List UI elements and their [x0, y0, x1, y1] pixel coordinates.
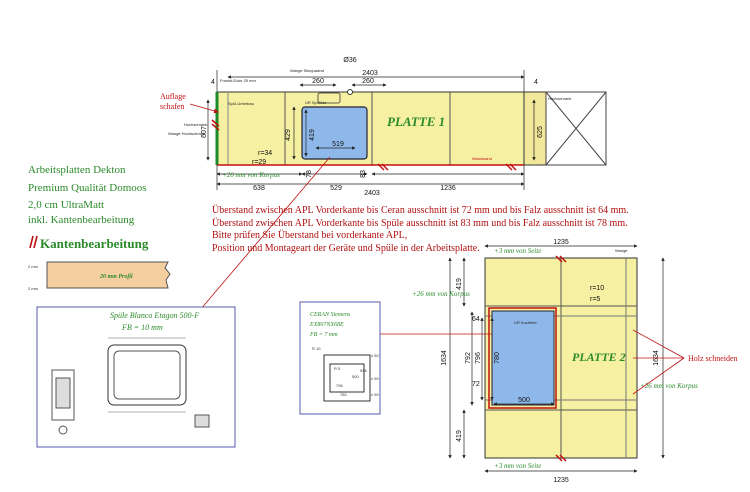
kanten-icon [29, 235, 38, 249]
svg-text:792: 792 [465, 352, 472, 364]
svg-text:4: 4 [211, 79, 215, 86]
info-line-4: inkl. Kantenbearbeitung [28, 214, 135, 226]
svg-text:419: 419 [456, 430, 463, 442]
svg-text:500: 500 [518, 397, 530, 404]
svg-text:FB = 10 mm: FB = 10 mm [121, 323, 163, 332]
sink-detail-box: Spüle Blanco Etagon 500-F FB = 10 mm [36, 306, 236, 448]
svg-text:R 10: R 10 [312, 346, 321, 351]
plate1-dim-d36: Ø36 [343, 57, 356, 64]
plate-1-dims: 2403 Ø36 260 260 4 4 2403 638 529 1236 5… [201, 57, 544, 197]
info-line-3: 2,0 cm UltraMatt [28, 199, 105, 211]
ceran-cutout [488, 307, 557, 409]
plate-1-body [216, 91, 525, 166]
svg-text:20 mm Profil: 20 mm Profil [99, 274, 133, 280]
svg-text:EX807NX68E: EX807NX68E [309, 322, 344, 328]
ceran-detail-box: CERAN Siemens EX807NX68E FB = 7 mm R 10 … [299, 301, 381, 415]
svg-text:1236: 1236 [440, 185, 456, 192]
auflage-label: Auflage [160, 92, 186, 101]
svg-text:529: 529 [330, 185, 342, 192]
svg-text:83: 83 [360, 170, 367, 178]
plate-1-korpus: +26 mm von Korpus [222, 171, 280, 179]
sink-cutout [301, 106, 368, 160]
plate-1-label: PLATTE 1 [387, 114, 445, 129]
svg-text:≥ 50: ≥ 50 [371, 376, 380, 381]
svg-text:+3 mm von Seite: +3 mm von Seite [494, 462, 541, 470]
svg-text:625: 625 [537, 126, 544, 138]
plate-2-label: PLATTE 2 [572, 350, 626, 364]
svg-text:CERAN Siemens: CERAN Siemens [310, 312, 351, 318]
svg-text:419: 419 [309, 129, 316, 141]
plate-2 [484, 255, 638, 462]
svg-text:Hochschrank: Hochschrank [184, 122, 207, 127]
svg-text:+26 mm von Korpus: +26 mm von Korpus [640, 382, 698, 390]
svg-text:780: 780 [340, 392, 347, 397]
svg-text:FB = 7 mm: FB = 7 mm [309, 332, 338, 338]
svg-text:500: 500 [352, 374, 359, 379]
tap-hole [347, 89, 353, 95]
svg-text:≥ 50: ≥ 50 [371, 392, 380, 397]
svg-text:schafen: schafen [160, 102, 184, 111]
svg-text:796: 796 [475, 352, 482, 364]
kanten-title: Kantenbearbeitung [40, 236, 149, 251]
svg-text:796: 796 [336, 383, 343, 388]
svg-text:1235: 1235 [553, 477, 569, 484]
svg-text:Holz schneiden: Holz schneiden [688, 354, 738, 363]
svg-text:r=34: r=34 [258, 150, 272, 157]
svg-text:≥ 50: ≥ 50 [371, 353, 380, 358]
svg-text:R 5: R 5 [334, 366, 341, 371]
hochschrank-box [545, 91, 607, 166]
svg-text:2403: 2403 [364, 190, 380, 197]
svg-text:Wange: Wange [615, 248, 628, 253]
plate-1 [211, 89, 607, 171]
svg-text:260: 260 [312, 78, 324, 85]
svg-text:4: 4 [534, 79, 538, 86]
svg-text:780: 780 [494, 352, 501, 364]
svg-text:2 mm: 2 mm [28, 286, 39, 291]
svg-text:r=5: r=5 [590, 296, 600, 303]
svg-text:607: 607 [201, 126, 208, 138]
svg-text:Spüle Blanco Etagon 500-F: Spüle Blanco Etagon 500-F [110, 311, 199, 320]
notes-block: Überstand zwischen APL Vorderkante bis C… [212, 205, 629, 255]
svg-text:64: 64 [472, 316, 480, 323]
plate-1-small-labels: Frontst.Ecke 25 mm Wange Sitzquadrat Spü… [168, 68, 571, 161]
svg-text:r=29: r=29 [252, 159, 266, 166]
note-3: Bitte prüfen Sie Überstand bei vorderkan… [212, 230, 408, 241]
svg-text:429: 429 [285, 129, 292, 141]
svg-text:516: 516 [360, 368, 367, 373]
svg-text:Wange Hochschrank: Wange Hochschrank [168, 131, 205, 136]
holz-schneiden-callout: Holz schneiden [632, 329, 738, 395]
svg-text:2 mm: 2 mm [28, 264, 39, 269]
svg-text:419: 419 [456, 278, 463, 290]
svg-text:+3 mm von Seite: +3 mm von Seite [494, 247, 541, 255]
plate1-dim-top: 2403 [362, 70, 378, 77]
svg-text:Wandwand: Wandwand [472, 156, 492, 161]
svg-text:1634: 1634 [441, 350, 448, 366]
svg-text:1235: 1235 [553, 239, 569, 246]
svg-text:r=10: r=10 [590, 285, 604, 292]
svg-text:+26 mm von Korpus: +26 mm von Korpus [412, 290, 470, 298]
svg-text:72: 72 [472, 381, 480, 388]
note-2: Überstand zwischen APL Vorderkante bis S… [212, 217, 628, 229]
svg-text:Frontst.Ecke 25 mm: Frontst.Ecke 25 mm [220, 78, 256, 83]
profile-bar: 20 mm Profil 2 mm 2 mm [28, 261, 171, 291]
info-line-1: Arbeitsplatten Dekton [28, 164, 126, 176]
svg-text:Hochschrank: Hochschrank [548, 96, 571, 101]
svg-text:260: 260 [362, 78, 374, 85]
svg-text:519: 519 [332, 141, 344, 148]
info-line-2: Premium Qualität Domoos [28, 182, 147, 194]
note-4: Position und Montageart der Geräte und S… [212, 242, 480, 254]
svg-text:Wange Sitzquadrat: Wange Sitzquadrat [290, 68, 325, 73]
svg-text:638: 638 [253, 185, 265, 192]
note-1: Überstand zwischen APL Vorderkante bis C… [212, 205, 629, 216]
svg-text:UR SpülAbr: UR SpülAbr [305, 100, 327, 105]
svg-text:Spül-Unterbau: Spül-Unterbau [228, 101, 254, 106]
svg-text:UR Kochfeld: UR Kochfeld [514, 320, 536, 325]
svg-text:78: 78 [306, 170, 313, 178]
